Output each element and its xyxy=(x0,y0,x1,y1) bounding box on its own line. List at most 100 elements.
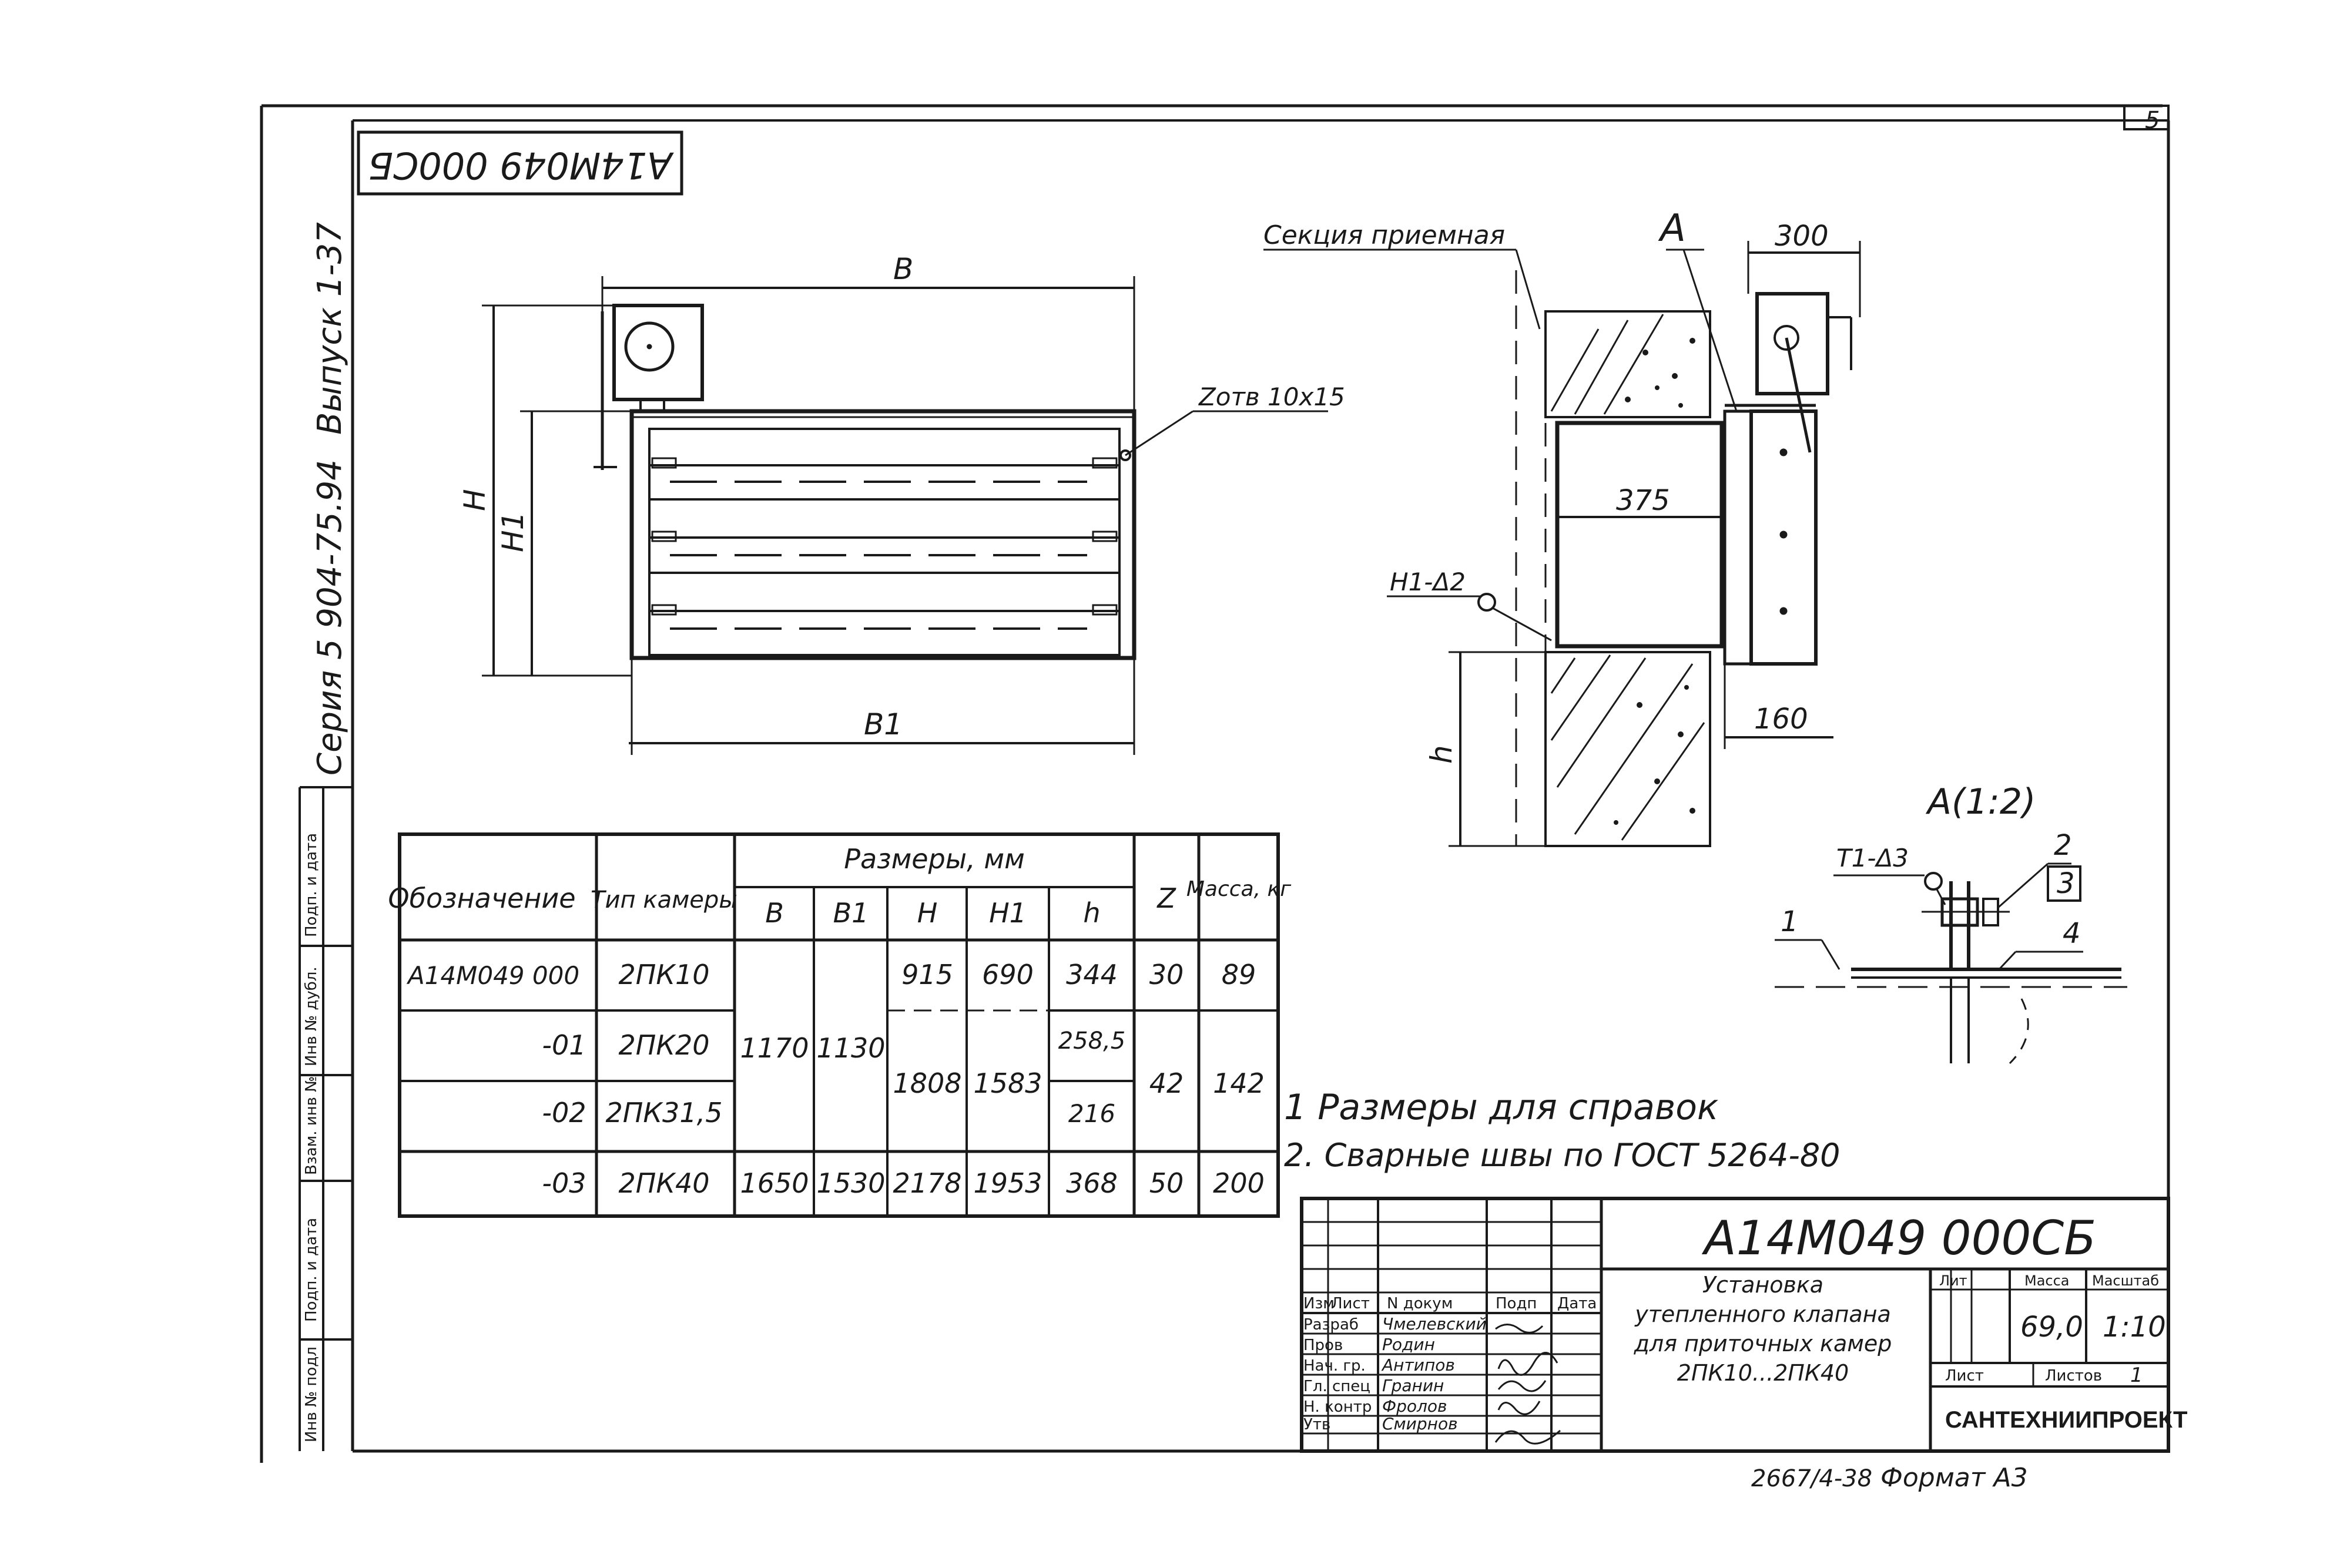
row-1-designation: -01 xyxy=(542,1029,586,1061)
tb-col-scale: Масштаб xyxy=(2092,1272,2159,1289)
name-3: Гранин xyxy=(1382,1376,1444,1395)
merged-h1: 1583 xyxy=(973,1067,1042,1099)
tb-sheets-value: 1 xyxy=(2130,1364,2143,1387)
title-code: А14М049 000СБ xyxy=(1701,1211,2096,1265)
merged-b: 1170 xyxy=(740,1032,809,1064)
name-1: Родин xyxy=(1382,1335,1435,1354)
detail-title: А(1:2) xyxy=(1925,781,2036,822)
role-0: Разраб xyxy=(1303,1316,1359,1334)
page-number: 5 xyxy=(2145,107,2160,134)
spec-table-grid xyxy=(398,832,1280,1218)
format-note: Формат А3 xyxy=(1880,1463,2028,1493)
detail-callout-2: 2 xyxy=(2054,829,2072,862)
name-2: Антипов xyxy=(1381,1355,1455,1375)
role-4: Н. контр xyxy=(1303,1398,1372,1416)
row-1-hh: 258,5 xyxy=(1058,1028,1126,1055)
note-1: 1 Размеры для справок xyxy=(1284,1087,1718,1128)
tb-scale-value: 1:10 xyxy=(2103,1311,2166,1344)
front-view xyxy=(482,276,1328,755)
front-dim-b1: B1 xyxy=(864,707,903,741)
th-izm: Изм xyxy=(1303,1295,1335,1312)
title-names: Чмелевский Родин Антипов Гранин Фролов С… xyxy=(1381,1314,1487,1433)
col-hh: h xyxy=(1083,897,1100,929)
merged-mass: 142 xyxy=(1213,1067,1265,1099)
detail-callout-1: 1 xyxy=(1781,905,1799,938)
tb-col-lit: Лит xyxy=(1939,1272,1967,1289)
left-strip xyxy=(299,786,353,1451)
row-3-b: 1650 xyxy=(740,1167,809,1199)
row-0-h: 915 xyxy=(901,959,953,991)
role-5: Утв xyxy=(1303,1416,1330,1433)
col-b: B xyxy=(765,897,784,929)
name-line-2: для приточных камер xyxy=(1634,1331,1892,1357)
merged-z: 42 xyxy=(1149,1067,1184,1099)
spec-table: Обозначение Тип камеры Размеры, мм B B1 … xyxy=(388,843,1292,1199)
detail-weld-note: Т1-Δ3 xyxy=(1836,844,1909,872)
section-dim-300: 300 xyxy=(1775,220,1829,253)
title-name-lines: Установка утепленного клапана для приточ… xyxy=(1634,1272,1892,1386)
section-dim-h: h xyxy=(1424,745,1459,764)
front-dim-b: B xyxy=(893,252,913,286)
title-header-row: Изм Лист N докум Подп Дата xyxy=(1303,1295,1597,1312)
name-line-1: утепленного клапана xyxy=(1634,1301,1891,1327)
name-4: Фролов xyxy=(1382,1396,1447,1416)
row-3-b1: 1530 xyxy=(816,1167,885,1199)
role-1: Пров xyxy=(1303,1337,1343,1354)
role-3: Гл. спец xyxy=(1303,1378,1370,1395)
series-label: Серия 5 904-75.94 xyxy=(311,459,349,775)
section-weld-note: Н1-Δ2 xyxy=(1390,568,1466,596)
note-2: 2. Сварные швы по ГОСТ 5264-80 xyxy=(1284,1137,1841,1174)
issue-label: Выпуск 1-37 xyxy=(311,222,349,435)
row-0-type: 2ПК10 xyxy=(618,959,709,991)
strip-field-podp-1: Подп. и дата xyxy=(303,1218,320,1322)
section-dim-375: 375 xyxy=(1616,484,1670,517)
tb-organization: САНТЕХНИИПРОЕКТ xyxy=(1945,1407,2187,1433)
name-line-3: 2ПК10...2ПК40 xyxy=(1677,1360,1849,1386)
tb-col-mass: Масса xyxy=(2024,1272,2070,1289)
front-dim-h1: H1 xyxy=(496,512,530,552)
name-5: Смирнов xyxy=(1382,1414,1458,1433)
title-block-grid xyxy=(1300,1197,2170,1453)
name-0: Чмелевский xyxy=(1382,1314,1487,1334)
row-0-h1: 690 xyxy=(982,959,1034,991)
strip-field-vzam: Взам. инв № xyxy=(303,1076,320,1175)
th-podp: Подп xyxy=(1496,1295,1537,1312)
view-a-label: А xyxy=(1658,207,1686,250)
th-list: Лист xyxy=(1331,1295,1370,1312)
strip-field-podp-2: Подп. и дата xyxy=(303,833,320,937)
section-dim-160: 160 xyxy=(1754,703,1808,736)
detail-view xyxy=(1775,862,2127,1065)
row-2-designation: -02 xyxy=(542,1097,586,1129)
front-dim-h: H xyxy=(458,489,492,511)
section-view xyxy=(1263,241,1861,847)
title-roles: Разраб Пров Нач. гр. Гл. спец Н. контр У… xyxy=(1303,1316,1372,1433)
rotated-code-box: A14M049 000СБ xyxy=(357,130,683,196)
col-mass: Масса, кг xyxy=(1186,877,1292,901)
tb-sheet-label: Лист xyxy=(1945,1367,1984,1385)
row-2-type: 2ПК31,5 xyxy=(606,1097,723,1129)
col-designation: Обозначение xyxy=(388,882,575,914)
detail-callout-4: 4 xyxy=(2063,917,2081,950)
copy-note: 2667/4-38 xyxy=(1751,1465,1872,1492)
role-2: Нач. гр. xyxy=(1303,1357,1366,1375)
front-bolt-note: Zотв 10x15 xyxy=(1198,382,1345,411)
signatures xyxy=(1494,1324,1561,1445)
sheet-frame xyxy=(260,104,2170,1463)
tb-sheets-label: Листов xyxy=(2045,1367,2102,1385)
th-date: Дата xyxy=(1557,1295,1597,1312)
name-line-0: Установка xyxy=(1702,1272,1823,1298)
col-dims-group: Размеры, мм xyxy=(844,843,1025,875)
row-0-mass: 89 xyxy=(1222,959,1256,991)
section-label: Секция приемная xyxy=(1263,220,1505,250)
detail-callout-3: 3 xyxy=(2057,867,2075,900)
row-3-designation: -03 xyxy=(542,1167,586,1199)
row-0-z: 30 xyxy=(1149,959,1184,991)
merged-h: 1808 xyxy=(893,1067,961,1099)
strip-field-inv-podl: Инв № подл xyxy=(303,1347,320,1442)
row-3-h: 2178 xyxy=(893,1167,961,1199)
row-1-type: 2ПК20 xyxy=(618,1029,709,1061)
col-z: Z xyxy=(1156,882,1176,914)
row-3-mass: 200 xyxy=(1213,1167,1265,1199)
row-3-z: 50 xyxy=(1149,1167,1184,1199)
col-h: H xyxy=(917,897,938,929)
